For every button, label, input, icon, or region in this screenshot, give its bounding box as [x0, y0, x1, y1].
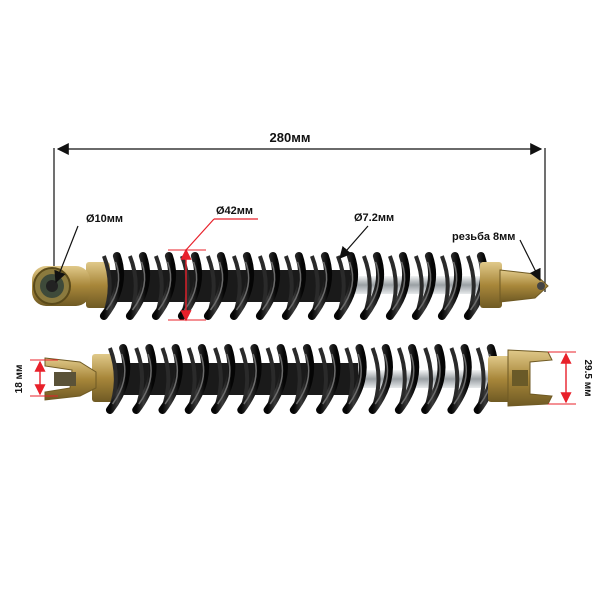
top-spring-coil-turn — [307, 252, 333, 320]
top-spring-coil-highlight — [365, 261, 380, 311]
top-spring-coil-highlight — [105, 261, 120, 311]
top-spring-coil-turn — [151, 252, 177, 320]
bottom-shock-absorber — [44, 344, 553, 414]
top-spring-coil-highlight — [287, 261, 302, 311]
top-spring-coil-highlight — [157, 261, 172, 311]
top-threaded-end — [499, 269, 549, 303]
top-spring-coil-highlight — [417, 261, 432, 311]
top-spring-coil-turn — [99, 252, 125, 320]
bottom-spring-coil-highlight — [427, 353, 441, 405]
bottom-spring-coil-highlight — [190, 353, 205, 405]
top-spring-coil-turn — [203, 252, 229, 320]
top-spring-coil-turn — [437, 252, 463, 320]
bottom-spring-coil-highlight — [322, 353, 336, 405]
top-spring-coil-highlight — [313, 261, 328, 311]
wire-diameter-annotation: Ø7.2мм — [339, 212, 394, 259]
top-spring-coil-highlight — [209, 261, 224, 311]
bottom-spring-coil-turn — [158, 344, 183, 414]
top-lower-collar — [86, 262, 110, 308]
top-spring-coil-highlight — [339, 261, 354, 311]
top-spring-coil-turn — [229, 252, 255, 320]
fork-height-label: 29.5 мм — [582, 359, 593, 396]
fork-width-label: 18 мм — [14, 365, 25, 394]
top-shock-absorber — [32, 252, 549, 320]
top-spring-coil-turn — [255, 252, 281, 320]
bottom-spring-coil-turn — [394, 344, 420, 414]
bottom-spring-coil-turn — [421, 344, 446, 414]
bottom-spring-coil-turn — [184, 344, 210, 414]
top-spring-coil-turn — [359, 252, 385, 320]
thread-annotation: резьба 8мм — [452, 231, 541, 282]
bottom-spring-coil-highlight — [374, 353, 389, 405]
spring-outer-diameter-label: Ø42мм — [216, 205, 253, 217]
bottom-spring-coil-turn — [289, 344, 315, 414]
bottom-spring-coil-highlight — [217, 353, 231, 405]
bottom-spring-coil-highlight — [111, 353, 126, 405]
top-spring-coil-highlight — [391, 261, 406, 311]
top-spring-coil-turn — [125, 252, 151, 320]
fork-width-dimension: 18 мм — [14, 359, 58, 397]
top-spring-coil-highlight — [131, 261, 146, 311]
top-spring-coil-turn — [385, 252, 411, 320]
bottom-spring-coil-turn — [368, 344, 393, 414]
bottom-spring-coil-turn — [316, 344, 341, 414]
bottom-spring-coil-highlight — [243, 353, 257, 405]
bottom-left-fork-mount — [44, 357, 97, 401]
top-upper-collar — [480, 262, 502, 308]
bottom-spring-coil-highlight — [400, 353, 415, 405]
top-spring-coil-turn — [281, 252, 307, 320]
bottom-coil-spring — [105, 344, 499, 414]
top-spring-coil-turn — [411, 252, 437, 320]
bottom-spring-coil-highlight — [295, 353, 310, 405]
top-spring-coil-turn — [333, 252, 359, 320]
thread-label: резьба 8мм — [452, 231, 515, 243]
bottom-spring-coil-turn — [342, 344, 367, 414]
bottom-spring-coil-turn — [263, 344, 288, 414]
bottom-right-fork-mount — [507, 349, 553, 407]
bottom-spring-coil-turn — [447, 344, 472, 414]
top-spring-coil-highlight — [235, 261, 250, 311]
top-spring-coil-highlight — [443, 261, 458, 311]
bottom-spring-coil-highlight — [348, 353, 362, 405]
bushing-diameter-label: Ø10мм — [86, 213, 123, 225]
top-spring-coil-highlight — [261, 261, 276, 311]
spring-wire-diameter-label: Ø7.2мм — [354, 212, 394, 224]
top-eye-mount — [32, 266, 90, 306]
bottom-upper-collar — [488, 356, 512, 402]
bottom-lower-collar — [92, 354, 114, 402]
bottom-spring-coil-highlight — [269, 353, 284, 405]
bottom-spring-coil-turn — [132, 344, 157, 414]
overall-length-label: 280мм — [270, 130, 311, 145]
bottom-spring-coil-highlight — [138, 353, 152, 405]
spring-diameter-annotation: Ø42мм — [168, 205, 258, 322]
fork-height-dimension: 29.5 мм — [548, 351, 593, 405]
bushing-annotation: Ø10мм — [54, 213, 123, 284]
bottom-spring-coil-highlight — [453, 353, 467, 405]
bottom-spring-coil-turn — [237, 344, 262, 414]
bottom-spring-coil-turn — [211, 344, 236, 414]
bottom-spring-coil-highlight — [164, 353, 179, 405]
bottom-spring-coil-turn — [105, 344, 131, 414]
